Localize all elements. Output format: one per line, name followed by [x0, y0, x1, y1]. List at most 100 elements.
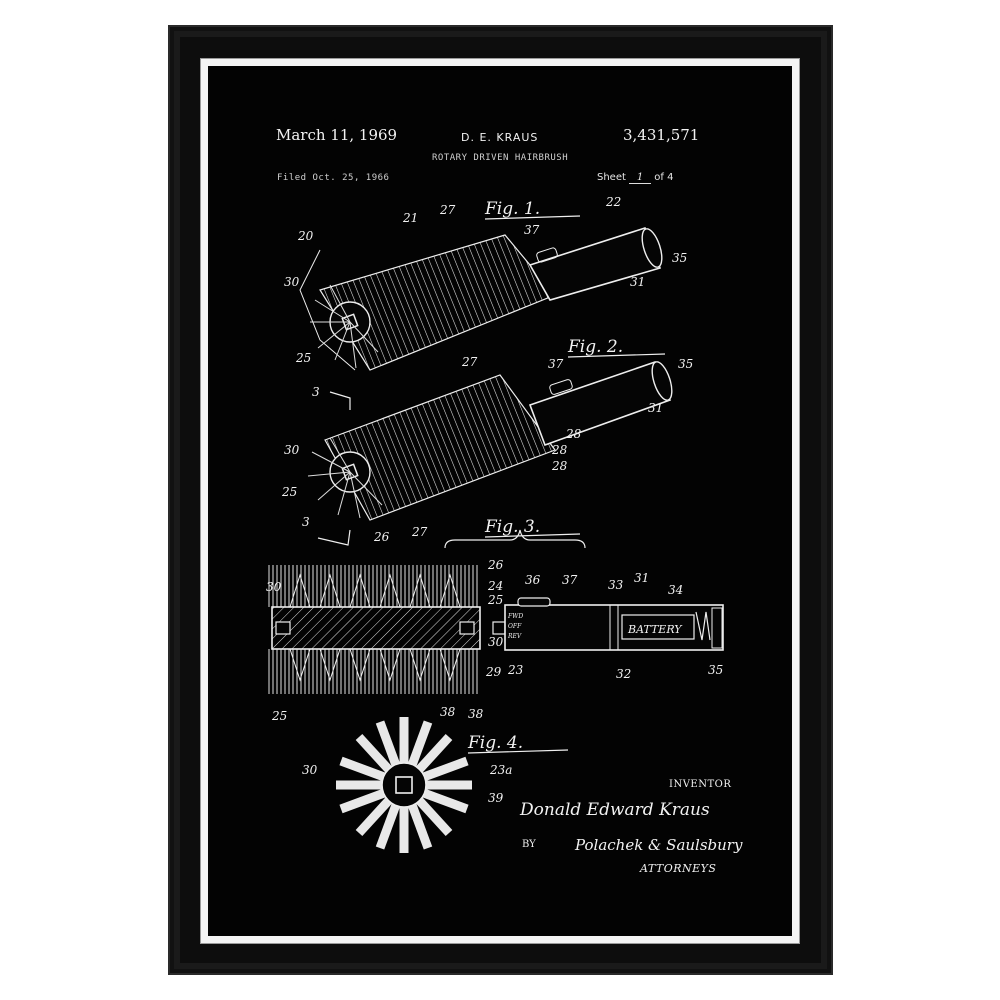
fig3-top-bristles — [268, 565, 480, 607]
ref-22: 22 — [605, 195, 621, 209]
fig2-handle — [528, 360, 672, 447]
fig4-core — [381, 762, 427, 808]
fig2-drive-socket — [341, 463, 359, 481]
sheet-prefix: Sheet — [597, 172, 626, 183]
ref-31b: 31 — [648, 401, 663, 415]
patent-date: March 11, 1969 — [276, 126, 398, 144]
fig3-end-cap — [711, 607, 723, 649]
ref-24: 24 — [487, 579, 503, 593]
inventor-name: Donald Edward Kraus — [520, 800, 710, 820]
fig1-label: Fig. 1. — [484, 199, 540, 219]
ref-20: 20 — [297, 229, 314, 243]
inventor-short: D. E. KRAUS — [461, 131, 539, 144]
ref-39: 39 — [488, 791, 504, 805]
sheet-indicator: Sheet 1 of 4 — [597, 172, 673, 184]
sheet-number: 1 — [629, 172, 652, 184]
fig3-label: Fig. 3. — [484, 517, 540, 537]
ref-28c: 28 — [551, 459, 568, 473]
ref-38: 38 — [440, 705, 456, 719]
fig1-switch — [536, 247, 558, 263]
fig4-socket — [395, 776, 413, 794]
ref-21: 21 — [402, 211, 418, 225]
ref-30c: 30 — [266, 580, 282, 594]
ref-30d: 30 — [488, 635, 504, 649]
fig4-end-view — [336, 717, 472, 853]
reference-numerals: 20 21 27 22 37 35 31 30 25 3 27 37 35 31… — [266, 195, 723, 805]
fig1-end-bristles — [310, 284, 379, 369]
section-arrow-top — [329, 391, 351, 410]
fig3-bottom-tufts — [289, 648, 461, 682]
fig1-drive-socket — [341, 313, 359, 331]
ref-27b: 27 — [461, 355, 478, 369]
ref-35c: 35 — [708, 663, 723, 677]
by-label: BY — [522, 839, 536, 850]
attorneys-signature: Polachek & Saulsbury — [575, 836, 743, 854]
patent-number: 3,431,571 — [623, 126, 700, 144]
fig1-brush — [299, 227, 663, 371]
fig2-bristle-body — [324, 374, 556, 521]
fig3-drive-shaft — [492, 621, 506, 635]
fig3-top-tufts — [289, 573, 461, 608]
fig3-left-socket — [275, 621, 291, 635]
fig3-core — [271, 606, 481, 650]
ref-31: 31 — [630, 275, 645, 289]
ref-30: 30 — [284, 275, 300, 289]
sheet-suffix: of 4 — [654, 172, 674, 183]
patent-title: ROTARY DRIVEN HAIRBRUSH — [432, 153, 569, 163]
ref-38b: 38 — [468, 707, 484, 721]
ref-28: 28 — [565, 427, 582, 441]
switch-off: OFF — [508, 623, 522, 630]
ref-25b: 25 — [281, 485, 297, 499]
filed-date: Filed Oct. 25, 1966 — [277, 173, 390, 183]
ref-34: 34 — [668, 583, 683, 597]
ref-3: 3 — [312, 385, 320, 399]
switch-rev: REV — [507, 633, 522, 640]
fig4-tufts — [336, 717, 472, 853]
fig3-handle — [504, 604, 724, 651]
ref-37: 37 — [524, 223, 540, 237]
section-arrow-bottom — [317, 529, 351, 546]
ref-33: 33 — [608, 578, 624, 592]
ref-30b: 30 — [284, 443, 300, 457]
ref-25d: 25 — [271, 709, 287, 723]
fig2-switch — [549, 379, 573, 395]
fig3-switch — [517, 597, 551, 607]
ref-29: 29 — [485, 665, 502, 679]
ref-35: 35 — [672, 251, 687, 265]
ref-26b: 26 — [487, 558, 504, 572]
fig2-label: Fig. 2. — [567, 337, 623, 357]
ref-30e: 30 — [302, 763, 318, 777]
battery-label: BATTERY — [627, 623, 683, 636]
ref-27c: 27 — [411, 525, 428, 539]
ref-25: 25 — [295, 351, 311, 365]
fig3-spring — [695, 611, 711, 641]
fig3-bottom-bristles — [268, 649, 480, 694]
ref-26: 26 — [373, 530, 390, 544]
ref-37b: 37 — [548, 357, 564, 371]
ref-23a: 23a — [489, 763, 512, 777]
ref-32: 32 — [616, 667, 631, 681]
ref-35b: 35 — [678, 357, 693, 371]
fig2-end-bristles — [307, 437, 383, 519]
fig3-section — [268, 529, 724, 694]
ref-28b: 28 — [551, 443, 568, 457]
fig1-handle — [528, 227, 662, 301]
ref-25c: 25 — [487, 593, 503, 607]
ref-23: 23 — [507, 663, 524, 677]
ref-37c: 37 — [562, 573, 578, 587]
fig2-handle-cap — [651, 361, 673, 401]
fig2-brush — [307, 360, 673, 521]
fig1-handle-cap — [641, 228, 663, 268]
fig3-right-socket — [459, 621, 475, 635]
switch-fwd: FWD — [507, 613, 523, 620]
ref-36: 36 — [525, 573, 541, 587]
fig3-battery — [621, 614, 695, 640]
ref-3b: 3 — [302, 515, 310, 529]
ref-31c: 31 — [634, 571, 649, 585]
fig3-bracket — [444, 529, 586, 549]
ref-27: 27 — [439, 203, 456, 217]
fig4-label: Fig. 4. — [467, 733, 523, 753]
patent-sheet — [208, 66, 792, 936]
inventor-label: INVENTOR — [669, 779, 732, 790]
